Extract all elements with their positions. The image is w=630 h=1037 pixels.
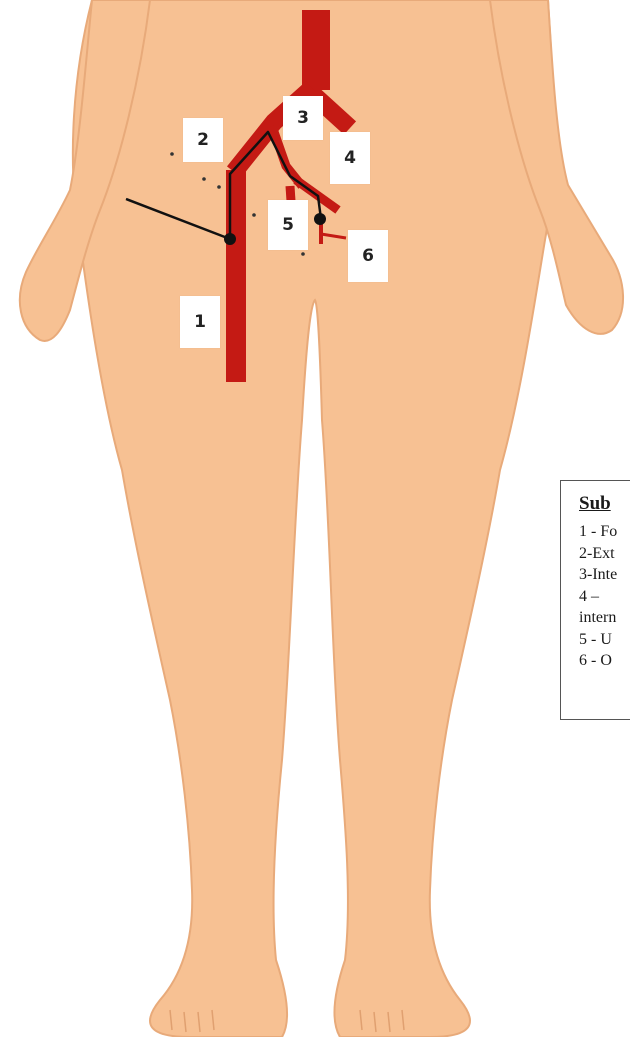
body-silhouette bbox=[20, 0, 623, 1037]
label-5-text: 5 bbox=[282, 215, 294, 235]
catheter-tip bbox=[314, 213, 326, 225]
label-3-text: 3 bbox=[297, 108, 309, 128]
legend-title: Sub bbox=[579, 493, 630, 515]
legend-box: Sub 1 - Fo 2-Ext 3-Inte 4 – intern 5 - U… bbox=[560, 480, 630, 720]
label-box-5: 5 bbox=[268, 200, 308, 250]
label-box-6: 6 bbox=[348, 230, 388, 282]
label-box-4: 4 bbox=[330, 132, 370, 184]
label-box-3: 3 bbox=[283, 96, 323, 140]
label-4-text: 4 bbox=[344, 148, 356, 168]
label-box-2: 2 bbox=[183, 118, 223, 162]
legend-item-2: 2-Ext bbox=[579, 543, 630, 565]
catheter-entry-point bbox=[224, 233, 236, 245]
legend-item-4: 4 – bbox=[579, 586, 630, 608]
legend-item-1: 1 - Fo bbox=[579, 521, 630, 543]
label-2-text: 2 bbox=[197, 130, 209, 150]
label-6-text: 6 bbox=[362, 246, 374, 266]
label-1-text: 1 bbox=[194, 312, 206, 332]
legend-item-6: 6 - O bbox=[579, 650, 630, 672]
legend-item-3: 3-Inte bbox=[579, 564, 630, 586]
label-box-1: 1 bbox=[180, 296, 220, 348]
legend-item-4-cont: intern bbox=[579, 607, 630, 629]
legend-item-5: 5 - U bbox=[579, 629, 630, 651]
